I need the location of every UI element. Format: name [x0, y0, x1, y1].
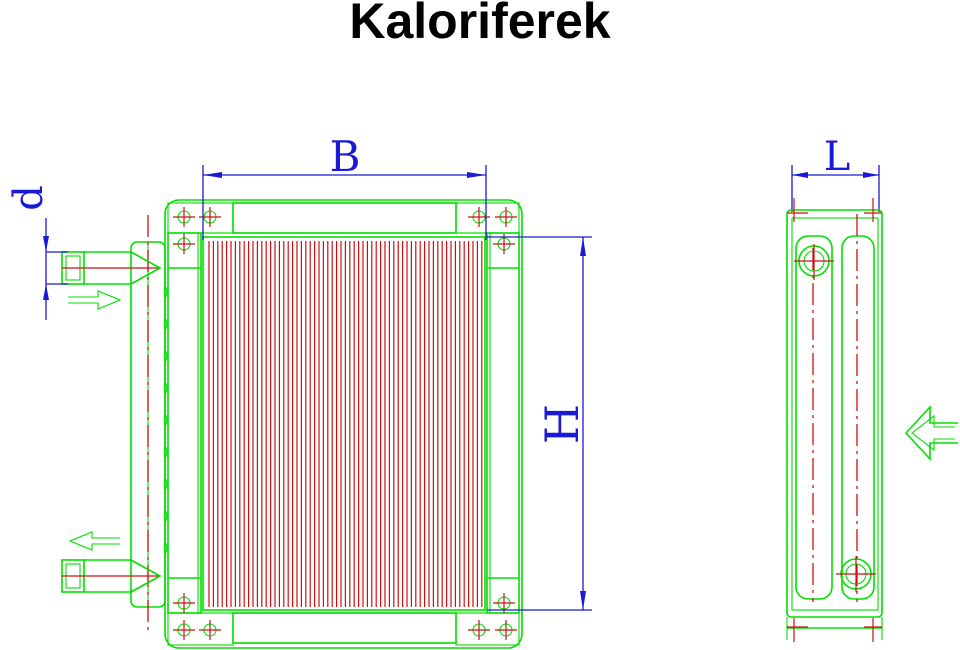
- bottom-header-bar: [232, 612, 457, 644]
- fin-core-frame: [202, 236, 486, 611]
- dimension-d-label: d: [6, 185, 52, 211]
- outlet-arrow-icon: [68, 531, 120, 551]
- left-collector: [61, 215, 168, 635]
- dimension-h: H: [487, 236, 592, 611]
- front-view: [61, 199, 523, 649]
- bolt-hole: [199, 620, 221, 640]
- bolt-hole: [173, 620, 195, 640]
- inlet-arrow-icon: [68, 290, 122, 310]
- bolt-hole: [173, 234, 195, 254]
- bolt-hole: [468, 207, 490, 227]
- dimension-b: B: [202, 132, 487, 240]
- right-side-plate: [486, 232, 520, 614]
- page-title: Kaloriferek: [349, 0, 611, 49]
- airflow-arrow-icon: [904, 404, 958, 462]
- bolt-hole: [199, 207, 221, 227]
- side-view: [786, 198, 883, 642]
- dimension-l: L: [791, 134, 880, 212]
- fin-lines: [208, 241, 483, 607]
- bolt-hole: [495, 620, 517, 640]
- top-header-bar: [232, 202, 457, 234]
- bolt-hole: [173, 593, 195, 613]
- dimension-l-label: L: [824, 134, 851, 180]
- left-side-plate: [167, 232, 202, 614]
- bolt-hole: [495, 207, 517, 227]
- bolt-hole: [173, 207, 195, 227]
- dimension-b-label: B: [330, 132, 361, 181]
- bolt-hole: [468, 620, 490, 640]
- dimension-h-label: H: [535, 404, 589, 444]
- dimension-d: d: [6, 185, 68, 320]
